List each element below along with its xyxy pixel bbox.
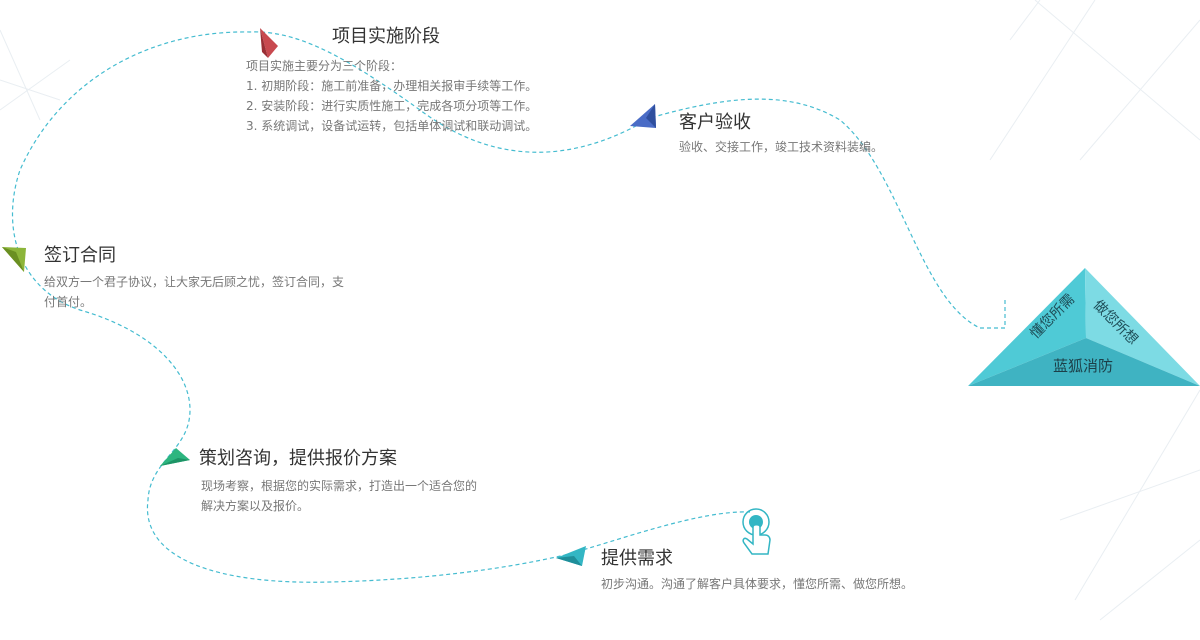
paper-plane-teal-icon bbox=[556, 546, 586, 566]
paper-plane-olive-icon bbox=[2, 247, 26, 272]
pyramid-bottom-label: 蓝狐消防 bbox=[1053, 357, 1114, 375]
flow-dashed-path bbox=[12, 31, 1006, 583]
step-requirements-title: 提供需求 bbox=[601, 548, 673, 569]
pyramid-badge bbox=[968, 268, 1200, 386]
step-implementation-desc: 项目实施主要分为三个阶段： 1. 初期阶段：施工前准备，办理相关报审手续等工作。… bbox=[246, 56, 537, 136]
step-planning-title: 策划咨询，提供报价方案 bbox=[199, 448, 397, 469]
step-requirements-desc: 初步沟通。沟通了解客户具体要求，懂您所需、做您所想。 bbox=[601, 574, 913, 594]
step-contract-desc-line: 付首付。 bbox=[44, 295, 93, 309]
paper-plane-blue-icon bbox=[630, 104, 656, 128]
paper-plane-green-icon bbox=[160, 448, 190, 466]
step-planning-desc-line: 解决方案以及报价。 bbox=[201, 499, 310, 513]
step-contract-desc: 给双方一个君子协议，让大家无后顾之忧，签订合同，支 付首付。 bbox=[44, 272, 344, 312]
step-planning-desc-line: 现场考察，根据您的实际需求，打造出一个适合您的 bbox=[201, 479, 478, 493]
paper-plane-red-icon bbox=[260, 28, 278, 58]
step-implementation-title: 项目实施阶段 bbox=[332, 26, 440, 47]
step-implementation-item: 3. 系统调试，设备试运转，包括单体调试和联动调试。 bbox=[246, 119, 538, 133]
step-acceptance-title: 客户验收 bbox=[679, 112, 751, 133]
step-implementation-item: 1. 初期阶段：施工前准备，办理相关报审手续等工作。 bbox=[246, 79, 538, 93]
step-acceptance-desc: 验收、交接工作，竣工技术资料装编。 bbox=[679, 137, 883, 157]
step-contract-desc-line: 给双方一个君子协议，让大家无后顾之忧，签订合同，支 bbox=[44, 275, 345, 289]
step-implementation-item: 2. 安装阶段：进行实质性施工，完成各项分项等工作。 bbox=[246, 99, 538, 113]
step-requirements-desc-line: 初步沟通。沟通了解客户具体要求，懂您所需、做您所想。 bbox=[601, 577, 914, 591]
step-implementation-intro: 项目实施主要分为三个阶段： bbox=[246, 59, 403, 73]
step-acceptance-desc-line: 验收、交接工作，竣工技术资料装编。 bbox=[679, 140, 884, 154]
hand-tap-icon bbox=[742, 508, 771, 555]
step-contract-title: 签订合同 bbox=[44, 245, 116, 266]
step-planning-desc: 现场考察，根据您的实际需求，打造出一个适合您的 解决方案以及报价。 bbox=[201, 476, 477, 516]
